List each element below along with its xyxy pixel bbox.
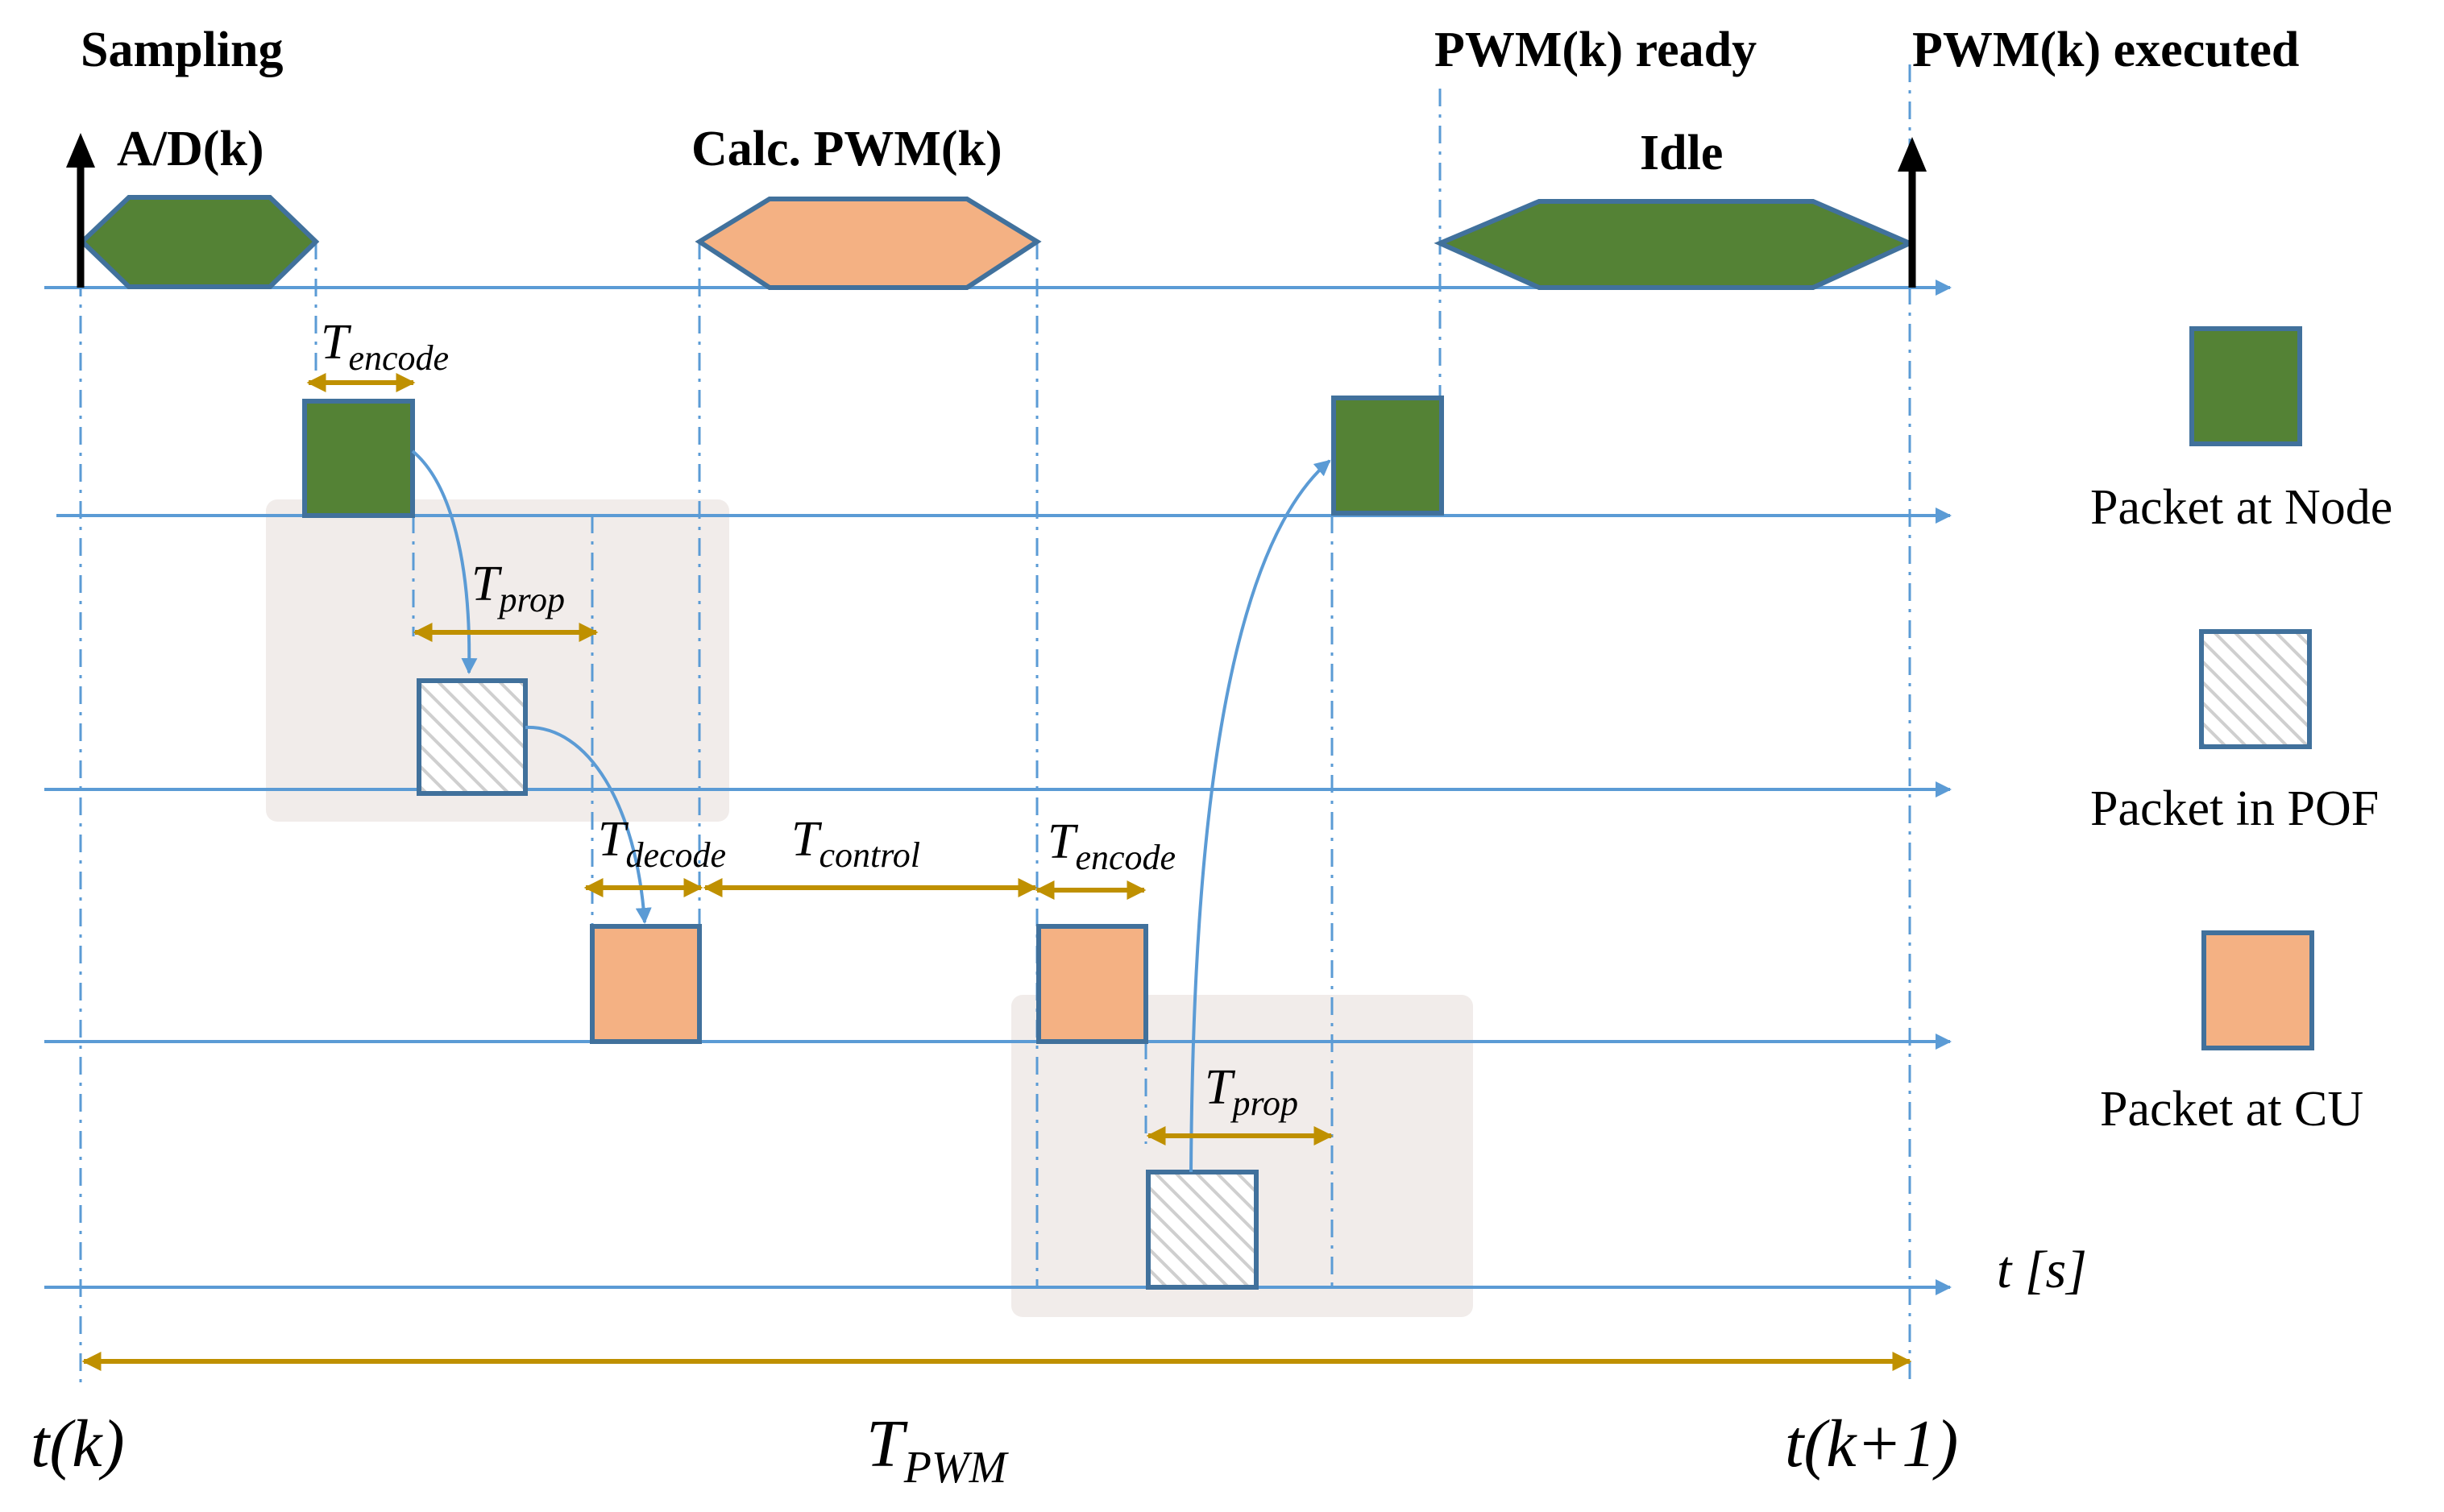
legend-node-swatch [2189,326,2302,446]
legend-cu-swatch [2201,930,2314,1050]
label-ad: A/D(k) [117,122,264,176]
label-t-control: Tcontrol [791,812,920,875]
label-t-encode-1: Tencode [321,315,449,378]
label-idle: Idle [1640,126,1723,180]
label-ts: t [s] [1997,1241,2087,1299]
label-t-encode-2: Tencode [1048,814,1176,877]
label-sampling: Sampling [81,23,284,77]
packet-cu-1 [590,924,702,1044]
label-ready: PWM(k) ready [1434,23,1757,77]
label-t-prop-2: Tprop [1205,1060,1298,1123]
label-executed: PWM(k) executed [1912,23,2299,77]
hexagon-calc [695,197,1042,290]
hexagon-idle [1434,199,1916,290]
packet-pof-2 [1146,1170,1259,1290]
packet-cu-2 [1036,924,1148,1044]
legend-pof-label: Packet in POF [2090,781,2379,836]
prop-region-2 [1011,995,1473,1317]
packet-node-1 [302,399,415,518]
packet-pof-1 [417,678,528,796]
hexagon-ad [78,195,320,289]
legend-pof-swatch [2199,629,2312,749]
label-t-decode: Tdecode [598,812,726,875]
legend-cu-label: Packet at CU [2100,1082,2363,1137]
legend-node-label: Packet at Node [2090,480,2392,535]
sampling-arrow-head [66,133,95,168]
label-t-pwm: TPWM [866,1406,1010,1493]
label-tk: t(k) [31,1406,125,1481]
label-calc: Calc. PWM(k) [691,122,1002,176]
executed-arrow-head [1898,137,1927,172]
label-tk1: t(k+1) [1785,1406,1958,1481]
prop-region-1 [266,499,729,822]
flow-pof-to-node [1189,459,1331,1173]
label-t-prop-1: Tprop [471,557,565,619]
packet-node-2 [1331,396,1444,516]
